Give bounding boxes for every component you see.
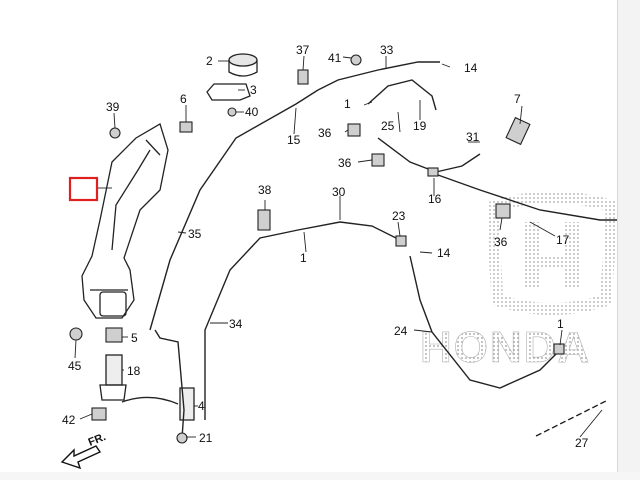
filler-cap-part	[206, 53, 258, 101]
callout-3: 3	[250, 83, 257, 97]
callout-31: 31	[466, 130, 480, 144]
front-direction-arrow: FR.	[60, 431, 108, 470]
callout-41: 41	[328, 51, 342, 65]
callout-35: 35	[188, 227, 202, 241]
bottom-margin-strip	[0, 472, 640, 480]
callout-5: 5	[131, 331, 138, 345]
washer-tank-part	[81, 123, 169, 319]
callout-14-top: 14	[464, 61, 478, 75]
callout-36-lower: 36	[494, 235, 508, 249]
callout-6: 6	[180, 92, 187, 106]
callout-18: 18	[127, 364, 141, 378]
honda-wordmark: HONDA	[420, 323, 591, 372]
callout-4: 4	[198, 399, 205, 413]
callout-45: 45	[68, 359, 82, 373]
callout-15: 15	[287, 133, 301, 147]
callout-2: 2	[206, 54, 213, 68]
callout-14-mid: 14	[437, 246, 451, 260]
callout-25: 25	[381, 119, 395, 133]
leader-lines	[74, 55, 603, 438]
washer-hoses	[149, 61, 618, 439]
callout-labels: 2 3 6 39 40 37 41 33 14 15 1 25 19 31 7 …	[62, 43, 589, 450]
callout-33: 33	[380, 43, 394, 57]
callout-30: 30	[332, 185, 346, 199]
callout-23: 23	[392, 209, 406, 223]
front-direction-label: FR.	[87, 431, 108, 449]
callout-39: 39	[106, 100, 120, 114]
callout-37: 37	[296, 43, 310, 57]
callout-1-upper: 1	[344, 97, 351, 111]
callout-19: 19	[413, 119, 427, 133]
callout-21: 21	[199, 431, 213, 445]
callout-24: 24	[394, 324, 408, 338]
callout-38: 38	[258, 183, 272, 197]
clip-parts	[69, 54, 565, 444]
callout-16: 16	[428, 192, 442, 206]
callout-36-upper: 36	[318, 126, 332, 140]
callout-40: 40	[245, 105, 259, 119]
honda-logo-watermark	[486, 191, 619, 315]
callout-42: 42	[62, 413, 76, 427]
callout-7: 7	[514, 92, 521, 106]
callout-17: 17	[556, 233, 570, 247]
callout-1-mid: 1	[300, 251, 307, 265]
right-margin-strip	[617, 0, 640, 480]
highlight-box	[68, 176, 99, 202]
callout-1-lower: 1	[557, 317, 564, 331]
callout-34: 34	[229, 317, 243, 331]
callout-36-mid: 36	[338, 156, 352, 170]
callout-27: 27	[575, 436, 589, 450]
